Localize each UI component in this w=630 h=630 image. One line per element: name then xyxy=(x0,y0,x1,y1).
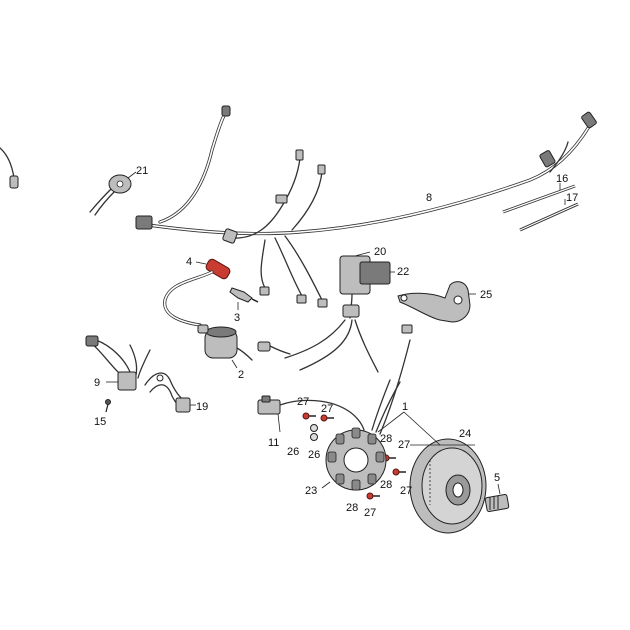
cable-ties xyxy=(502,183,579,232)
ignition-coil xyxy=(197,324,291,369)
stator xyxy=(321,324,413,491)
callout-26-right: 26 xyxy=(308,449,320,461)
mounting-bracket xyxy=(397,281,476,323)
callout-3: 3 xyxy=(234,312,240,324)
callout-15: 15 xyxy=(94,416,106,428)
callout-labels: 1 2 3 4 5 8 9 11 15 16 17 19 20 21 22 23… xyxy=(94,165,578,519)
callout-2: 2 xyxy=(238,369,244,381)
callout-28-top: 28 xyxy=(380,433,392,445)
callout-20: 20 xyxy=(374,246,386,258)
callout-19: 19 xyxy=(196,401,208,413)
flywheel xyxy=(409,438,487,534)
callout-27-top-left: 27 xyxy=(297,396,309,408)
spark-plug-cap xyxy=(163,258,231,327)
callout-28-bottom: 28 xyxy=(346,502,358,514)
callout-16: 16 xyxy=(556,173,568,185)
callout-26-left: 26 xyxy=(287,446,299,458)
pickup-sensor xyxy=(257,395,365,433)
callout-21: 21 xyxy=(136,165,148,177)
washer xyxy=(310,424,318,441)
callout-27-mid: 27 xyxy=(398,439,410,451)
callout-28-mid: 28 xyxy=(380,479,392,491)
callout-5: 5 xyxy=(494,472,500,484)
fasteners xyxy=(302,412,406,500)
callout-11: 11 xyxy=(268,437,279,449)
callout-8: 8 xyxy=(426,192,432,204)
bolt xyxy=(366,492,380,500)
callout-27-top-right: 27 xyxy=(321,403,333,415)
callout-4: 4 xyxy=(186,256,192,268)
harness-connector xyxy=(135,215,153,230)
callout-1-leader xyxy=(377,411,441,446)
wiring-harness xyxy=(135,105,597,308)
sub-harness xyxy=(144,372,196,413)
bolt xyxy=(302,412,316,420)
callout-27-bottom: 27 xyxy=(364,507,376,519)
callout-1: 1 xyxy=(402,401,408,413)
voltage-regulator xyxy=(85,335,151,413)
cdi-unit xyxy=(284,251,395,373)
callout-22: 22 xyxy=(397,266,409,278)
spark-plug xyxy=(229,287,259,310)
callout-23: 23 xyxy=(305,485,317,497)
bolt xyxy=(392,468,406,476)
callout-25: 25 xyxy=(480,289,492,301)
edge-wire xyxy=(0,147,19,189)
callout-24: 24 xyxy=(459,428,471,440)
bolt xyxy=(320,414,334,422)
neutral-switch xyxy=(89,171,137,216)
callout-27-lower: 27 xyxy=(400,485,412,497)
flywheel-nut xyxy=(484,483,510,512)
callout-9: 9 xyxy=(94,377,100,389)
callout-17: 17 xyxy=(566,192,578,204)
